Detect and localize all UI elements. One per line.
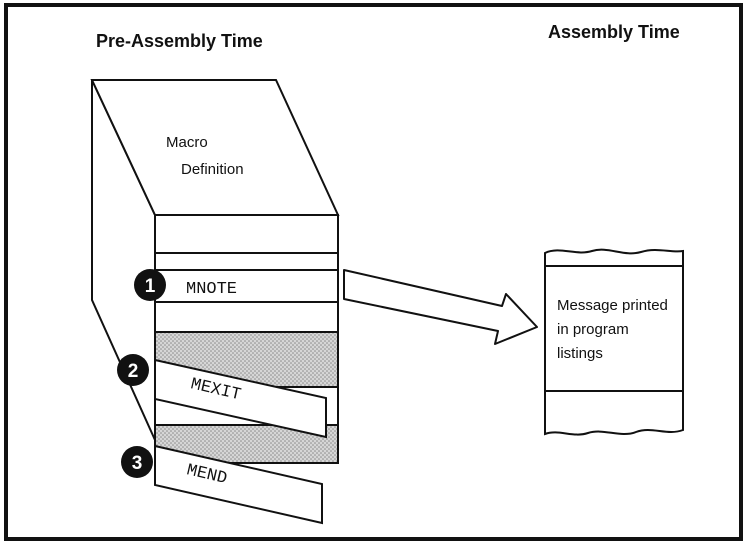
callout-3-number: 3	[132, 453, 143, 474]
mnote-label: MNOTE	[186, 280, 237, 299]
mnote-band	[154, 269, 339, 303]
macro-definition-title-line2: Definition	[181, 161, 244, 178]
listing-message-line2: in program	[557, 321, 629, 338]
heading-pre-assembly-time: Pre-Assembly Time	[96, 31, 263, 51]
callout-2-number: 2	[128, 361, 139, 382]
listing-message-line3: listings	[557, 345, 603, 362]
listing-message-line1: Message printed	[557, 297, 668, 314]
callout-1-number: 1	[145, 276, 156, 297]
arrow-mnote-to-listing	[343, 269, 538, 345]
callout-1: 1	[134, 269, 166, 301]
heading-assembly-time: Assembly Time	[548, 22, 680, 42]
program-listing-sheet: Message printed in program listings	[544, 248, 684, 436]
callout-2: 2	[117, 354, 149, 386]
callout-3: 3	[121, 446, 153, 478]
diagram-frame	[4, 3, 743, 541]
mexit-strip	[154, 358, 327, 439]
mend-strip	[154, 444, 323, 525]
macro-definition-title-line1: Macro	[166, 134, 208, 151]
